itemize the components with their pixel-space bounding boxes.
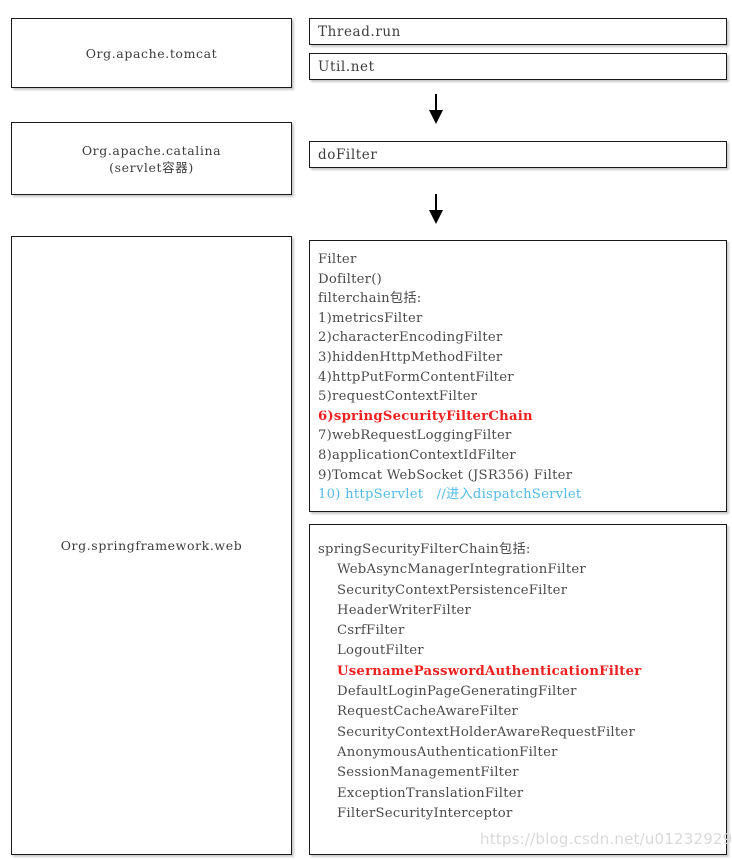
filter-chain-line: 7)webRequestLoggingFilter	[318, 428, 512, 444]
security-filter-line: SecurityContextPersistenceFilter	[337, 582, 568, 598]
package-box-tomcat-label: Org.apache.tomcat	[85, 45, 218, 61]
package-box-catalina-label: Org.apache.catalina (servlet容器)	[81, 142, 222, 175]
filter-chain-line: 1)metricsFilter	[318, 310, 423, 326]
watermark-url: https://blog.csdn.net/u012329294	[480, 830, 732, 848]
step-box-util-net: Util.net	[309, 53, 727, 80]
arrow-dofilter-to-filter	[428, 194, 444, 224]
spring-security-filter-chain-box: springSecurityFilterChain包括: WebAsyncMana…	[309, 524, 727, 855]
filter-chain-line: 8)applicationContextIdFilter	[318, 447, 516, 463]
step-box-thread-run: Thread.run	[309, 18, 727, 45]
step-box-dofilter: doFilter	[309, 141, 727, 168]
filter-chain-line: 9)Tomcat WebSocket (JSR356) Filter	[318, 467, 573, 483]
security-filter-line: SessionManagementFilter	[337, 765, 519, 781]
filter-chain-line: filterchain包括:	[318, 291, 422, 307]
step-box-thread-run-label: Thread.run	[318, 23, 401, 40]
arrow-util-to-dofilter	[428, 94, 444, 124]
filter-chain-line: 10) httpServlet //进入dispatchServlet	[318, 487, 582, 503]
package-box-tomcat: Org.apache.tomcat	[11, 18, 292, 88]
filter-chain-line: 5)requestContextFilter	[318, 389, 478, 405]
arrow-head	[429, 210, 443, 224]
security-filter-line: AnonymousAuthenticationFilter	[337, 744, 558, 760]
filter-chain-line: 6)springSecurityFilterChain	[318, 408, 533, 424]
security-filter-line: HeaderWriterFilter	[337, 602, 472, 618]
security-filter-line: FilterSecurityInterceptor	[337, 805, 513, 821]
arrow-shaft	[435, 94, 437, 112]
filter-chain-line: 3)hiddenHttpMethodFilter	[318, 349, 503, 365]
filter-chain-line: Filter	[318, 252, 357, 267]
security-filter-line: SecurityContextHolderAwareRequestFilter	[337, 724, 636, 740]
package-box-catalina: Org.apache.catalina (servlet容器)	[11, 122, 292, 195]
filter-chain-line: 2)characterEncodingFilter	[318, 330, 503, 346]
filter-chain-line: 4)httpPutFormContentFilter	[318, 369, 514, 385]
security-filter-line: CsrfFilter	[337, 623, 405, 639]
security-filter-line: DefaultLoginPageGeneratingFilter	[337, 684, 577, 700]
security-filter-line: RequestCacheAwareFilter	[337, 704, 519, 720]
security-filter-line: UsernamePasswordAuthenticationFilter	[337, 663, 642, 679]
security-filter-line: springSecurityFilterChain包括:	[318, 542, 531, 557]
security-filter-line: LogoutFilter	[337, 643, 424, 659]
security-filter-line: ExceptionTranslationFilter	[337, 785, 524, 801]
filter-chain-line: Dofilter()	[318, 271, 383, 287]
package-box-springframework-web: Org.springframework.web	[11, 236, 292, 855]
step-box-dofilter-label: doFilter	[318, 146, 378, 163]
security-filter-line: WebAsyncManagerIntegrationFilter	[337, 562, 586, 578]
arrow-shaft	[435, 194, 437, 212]
package-box-springframework-web-label: Org.springframework.web	[60, 538, 243, 553]
arrow-head	[429, 110, 443, 124]
step-box-util-net-label: Util.net	[318, 58, 375, 75]
